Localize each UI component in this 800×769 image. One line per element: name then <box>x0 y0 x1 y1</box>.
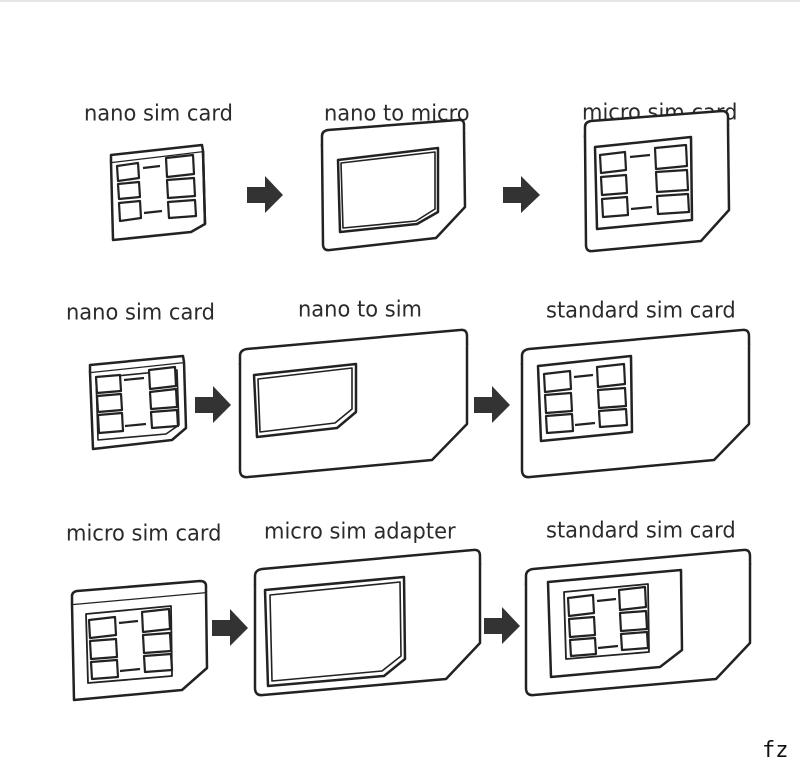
micro-sim-card-row3 <box>70 579 209 702</box>
arrow-icon <box>212 609 248 646</box>
watermark: fz <box>762 738 789 763</box>
arrow-icon <box>484 607 520 644</box>
label-row2-nano-sim-card: nano sim card <box>66 299 215 325</box>
label-row2-nano-to-sim: nano to sim <box>298 296 423 322</box>
nano-to-sim-adapter <box>238 328 469 479</box>
arrow-icon <box>474 386 510 423</box>
top-border <box>0 0 800 2</box>
label-row2-standard-sim-card: standard sim card <box>546 297 736 323</box>
nano-to-micro-adapter <box>320 118 467 252</box>
micro-sim-card-row1 <box>583 109 731 253</box>
label-row1-nano-to-micro: nano to micro <box>324 100 470 126</box>
standard-sim-card-row3 <box>524 548 752 697</box>
label-row1-nano-sim-card: nano sim card <box>84 100 233 126</box>
nano-sim-card-row1 <box>109 143 207 242</box>
label-row3-standard-sim-card: standard sim card <box>546 517 736 543</box>
standard-sim-card-row2 <box>520 328 751 479</box>
nano-sim-card-row2 <box>88 354 188 451</box>
label-row3-micro-sim-card: micro sim card <box>66 520 222 546</box>
chip-contacts-icon <box>115 153 198 223</box>
micro-sim-adapter <box>253 548 482 697</box>
arrow-icon <box>247 176 283 213</box>
arrow-icon <box>195 386 231 423</box>
arrow-icon <box>503 176 540 213</box>
label-row3-micro-sim-adapter: micro sim adapter <box>264 518 456 544</box>
